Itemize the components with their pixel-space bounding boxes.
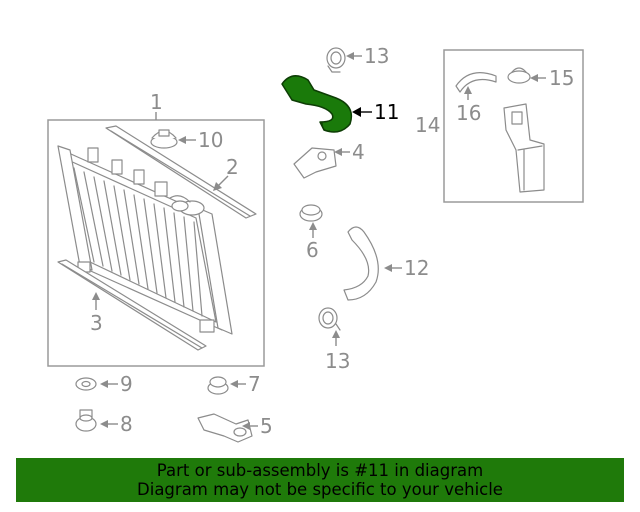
part-11-upper-hose (281, 75, 353, 133)
callout-10: 10 (198, 128, 223, 152)
reservoir-group-box (443, 49, 584, 203)
callout-11: 11 (374, 100, 399, 124)
part-9-washer (75, 377, 97, 391)
diagram-notice-banner: Part or sub-assembly is #11 in diagram D… (16, 458, 624, 502)
part-14-reservoir (503, 103, 545, 193)
radiator-illustration (57, 145, 233, 335)
callout-1: 1 (150, 90, 163, 114)
part-2-seal (105, 125, 257, 219)
part-3-seal (57, 259, 207, 351)
leader-lines (92, 52, 546, 430)
part-6-grommet (299, 204, 323, 222)
part-7-mount (207, 376, 229, 395)
callout-14: 14 (415, 113, 440, 137)
part-16-hose (455, 72, 497, 93)
part-13-clamp-upper (326, 47, 346, 73)
part-10-cap (150, 129, 178, 149)
part-12-lower-hose (343, 226, 379, 301)
callout-3: 3 (90, 311, 103, 335)
callout-4: 4 (352, 140, 365, 164)
banner-line-1: Part or sub-assembly is #11 in diagram (156, 461, 484, 480)
callout-16: 16 (456, 101, 481, 125)
part-5-bracket (197, 413, 253, 443)
part-4-bracket (293, 147, 337, 179)
callout-8: 8 (120, 412, 133, 436)
banner-line-2: Diagram may not be specific to your vehi… (137, 480, 503, 499)
callout-12: 12 (404, 256, 429, 280)
part-13-clamp-lower (318, 307, 341, 331)
callout-13-upper: 13 (364, 44, 389, 68)
callout-6: 6 (306, 238, 319, 262)
callout-5: 5 (260, 414, 273, 438)
callout-2: 2 (226, 155, 239, 179)
part-8-plug (75, 409, 97, 432)
callout-15: 15 (549, 66, 574, 90)
callout-13-lower: 13 (325, 349, 350, 373)
part-15-cap (507, 67, 531, 84)
callout-7: 7 (248, 372, 261, 396)
callout-9: 9 (120, 372, 133, 396)
